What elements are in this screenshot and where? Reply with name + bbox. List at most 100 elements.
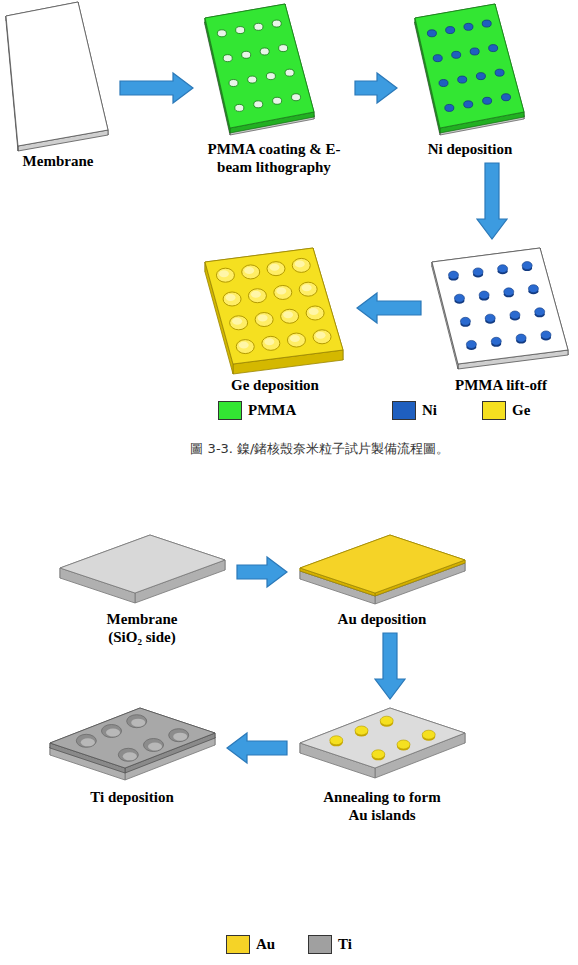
process-step: Membrane [1,2,115,170]
legend-entry: Ge [482,401,530,420]
ge-bump-highlight [283,311,293,318]
ge-bump-highlight [232,318,242,325]
ni-dot [464,101,473,108]
ge-bump-highlight [316,332,326,339]
pmma-hole [266,73,275,80]
pmma-hole [217,30,226,37]
ge-bump-highlight [226,294,236,301]
ge-bump [292,258,310,272]
block-arrow [227,733,287,763]
step-label: Membrane (SiO₂ side) [92,610,192,646]
ge-bump-highlight [269,264,279,271]
slab-top [50,708,215,768]
ni-particle [510,311,520,319]
legend-entry: PMMA [218,401,296,420]
step-label: Annealing to form Au islands [323,788,441,824]
legend-text: PMMA [248,402,296,419]
legend-swatch [308,935,332,954]
au-island [355,726,368,735]
step-label: Au deposition [297,610,467,628]
ge-bump [267,262,285,276]
ge-bump [255,313,273,327]
legend-text: Au [256,936,275,953]
ge-bump [216,268,234,282]
au-island [330,736,343,745]
block-arrow [355,73,397,103]
pmma-hole [229,80,238,87]
block-arrow [477,163,507,239]
slab-top [300,535,465,593]
legend-entry: Au [226,935,275,954]
ni-dot [482,20,491,27]
ge-bump [230,316,248,330]
membrane-slab [60,535,225,603]
step-label: Membrane [3,152,113,170]
ni-dot [433,55,442,62]
ge-bump [262,336,280,350]
figure-caption: 圖 3-3. 鎳/鍺核殼奈米粒子試片製備流程圖。 [60,440,578,458]
ni-dot [483,97,492,104]
ni-dot [464,23,473,30]
ge-bump-highlight [309,308,319,315]
ni-particle [504,288,514,296]
legend-text: Ni [422,402,437,419]
ti-dimple-shade [173,733,187,741]
process-step: Ni deposition [402,2,538,158]
pmma-hole [223,55,232,62]
legend-swatch [218,401,242,420]
ge-bump [287,333,305,347]
pmma-hole [254,101,263,108]
legend-swatch [482,401,506,420]
slab-top [415,4,524,128]
pmma-hole [279,45,288,52]
step-label: Ni deposition [405,140,535,158]
ge-bump-highlight [302,284,312,291]
ge-bump [236,340,254,354]
process-step: PMMA lift-off [426,244,576,394]
ge-bump [223,292,241,306]
ge-bump [299,282,317,296]
ni-dot [476,73,485,80]
step-label: PMMA coating & E-beam lithography [202,140,347,176]
process-step: Annealing to form Au islands [292,704,472,824]
process-step: Membrane (SiO₂ side) [52,528,232,646]
ni-dot [445,104,454,111]
legend-text: Ge [512,402,530,419]
ti-dimple-shade [106,729,120,737]
pmma-hole [272,20,281,27]
process-step: Ti deposition [42,704,222,806]
ge-bump [248,289,266,303]
ni-particle [473,268,483,276]
ge-bump-highlight [258,315,268,322]
pmma-layer [415,4,524,133]
ni-dot [495,69,504,76]
ni-dot [439,80,448,87]
ge-bump [281,309,299,323]
ni-particle [491,337,501,345]
ni-particle [522,262,532,270]
legend-swatch [392,401,416,420]
ge-bump-highlight [276,287,286,294]
slab-top [6,2,108,146]
ti-dimple [76,734,96,747]
process-step: Au deposition [292,528,472,628]
slab-top [205,4,314,128]
process-step: Ge deposition [198,244,352,394]
ni-dot [489,45,498,52]
pmma-hole [260,48,269,55]
slab-top [60,535,225,593]
legend-entry: Ni [392,401,437,420]
ti-dimple-shade [123,752,137,760]
membrane-slab [300,708,465,778]
ge-bump [313,330,331,344]
au-island [422,730,435,739]
ni-dot [427,30,436,37]
pmma-hole [242,51,251,58]
ti-dimple [118,748,138,761]
ni-particle [541,331,551,339]
pmma-hole [273,97,282,104]
step-label: Ti deposition [47,788,217,806]
ni-particle [448,271,458,279]
ni-particle [485,314,495,322]
ni-dot [470,48,479,55]
